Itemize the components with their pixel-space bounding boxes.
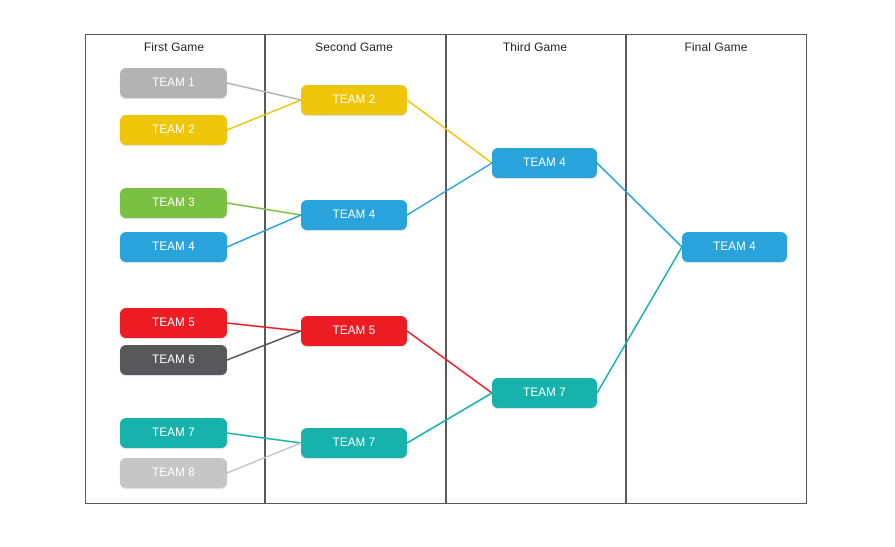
team-box-r4-team4[interactable]: TEAM 4 [682, 232, 787, 262]
team-box-label: TEAM 7 [523, 387, 566, 399]
team-box-r2-team2[interactable]: TEAM 2 [301, 85, 407, 115]
team-box-r1-team5[interactable]: TEAM 5 [120, 308, 227, 338]
team-box-r3-team4[interactable]: TEAM 4 [492, 148, 597, 178]
team-box-label: TEAM 4 [332, 209, 376, 221]
column-header-first-game: First Game [143, 40, 205, 54]
team-box-label: TEAM 7 [152, 427, 195, 439]
team-box-r3-team7[interactable]: TEAM 7 [492, 378, 597, 408]
team-box-r1-team3[interactable]: TEAM 3 [120, 188, 227, 218]
team-box-r1-team8[interactable]: TEAM 8 [120, 458, 227, 488]
team-box-r2-team5[interactable]: TEAM 5 [301, 316, 407, 346]
team-box-r1-team7[interactable]: TEAM 7 [120, 418, 227, 448]
team-box-r2-team7[interactable]: TEAM 7 [301, 428, 407, 458]
column-header-third-game: Third Game [502, 40, 568, 54]
team-box-label: TEAM 2 [152, 124, 195, 136]
team-box-label: TEAM 1 [152, 77, 195, 89]
column-header-final-game: Final Game [684, 40, 748, 54]
team-box-label: TEAM 4 [713, 241, 756, 253]
team-box-label: TEAM 5 [332, 325, 376, 337]
team-box-r1-team6[interactable]: TEAM 6 [120, 345, 227, 375]
team-box-label: TEAM 5 [152, 317, 195, 329]
column-divider-first-game [264, 34, 266, 504]
column-divider-second-game [445, 34, 447, 504]
team-box-label: TEAM 4 [152, 241, 195, 253]
team-box-r1-team4[interactable]: TEAM 4 [120, 232, 227, 262]
team-box-label: TEAM 7 [332, 437, 376, 449]
team-box-label: TEAM 6 [152, 354, 195, 366]
team-box-label: TEAM 3 [152, 197, 195, 209]
team-box-label: TEAM 8 [152, 467, 195, 479]
team-box-label: TEAM 2 [332, 94, 376, 106]
team-box-r1-team1[interactable]: TEAM 1 [120, 68, 227, 98]
column-header-second-game: Second Game [315, 40, 393, 54]
team-box-r2-team4[interactable]: TEAM 4 [301, 200, 407, 230]
column-divider-third-game [625, 34, 627, 504]
team-box-label: TEAM 4 [523, 157, 566, 169]
team-box-r1-team2[interactable]: TEAM 2 [120, 115, 227, 145]
